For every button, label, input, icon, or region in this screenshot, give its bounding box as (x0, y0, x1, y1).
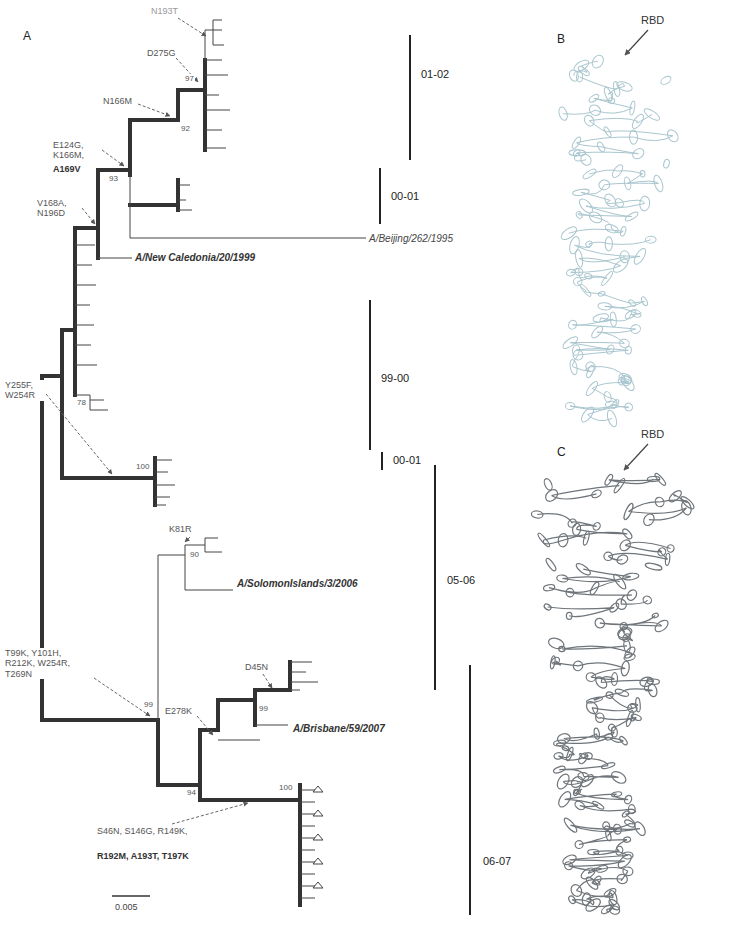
season-label: 00-01 (390, 190, 420, 203)
season-bar (434, 465, 436, 690)
panel-letter: A (22, 30, 32, 44)
protein-structures (531, 53, 696, 915)
helix-coil (645, 236, 656, 244)
bootstrap-value: 78 (76, 398, 87, 407)
bootstrap-value: 99 (258, 704, 269, 713)
bootstrap-value: 100 (135, 462, 150, 471)
helix-coil (659, 75, 672, 86)
bootstrap-value: 97 (184, 74, 195, 83)
season-label: 05-06 (446, 574, 476, 587)
tip-branch (158, 538, 233, 720)
mutation-arrow (263, 674, 272, 688)
mutation-label: A169V (52, 164, 82, 174)
tip-branch (300, 790, 315, 898)
season-label: 06-07 (482, 855, 512, 868)
mutation-label: N166M (102, 96, 133, 106)
tree-branch (42, 662, 290, 800)
helix-coil (562, 816, 578, 834)
structure-b (557, 53, 680, 428)
helix-coil (545, 557, 558, 572)
strain-name: A/New Caledonia/20/1999 (134, 252, 256, 264)
mutation-arrow (172, 803, 248, 824)
helix-coil (582, 531, 590, 546)
helix-coil (667, 489, 683, 504)
mutation-label: K81R (168, 524, 193, 534)
strain-name: A/SolomonIslands/3/2006 (236, 578, 359, 590)
mutation-arrow (197, 716, 213, 735)
season-label: 01-02 (420, 68, 450, 81)
mutation-label: S46N, S146G, R149K, (96, 826, 202, 836)
helix-coil (575, 562, 593, 577)
helix-coil (576, 72, 582, 82)
mutation-arrow (185, 537, 190, 542)
season-label: 00-01 (392, 454, 422, 467)
helix-coil (645, 562, 663, 571)
rbd-arrows (624, 30, 648, 470)
mutation-arrow (178, 18, 206, 36)
bootstrap-value: 94 (186, 788, 197, 797)
strain-branch (98, 175, 366, 258)
strain-name: A/Brisbane/59/2007 (292, 723, 386, 735)
rbd-arrow (625, 30, 648, 55)
mutation-label: T99K, Y101H, R212K, W254R, T269N (4, 648, 94, 679)
mutation-arrow (94, 678, 150, 716)
backbone-strand (537, 479, 687, 912)
thick-branches (42, 60, 300, 905)
bootstrap-value: 93 (108, 174, 119, 183)
helix-coil (543, 477, 554, 491)
mutation-arrow (46, 394, 112, 474)
season-label: 99-00 (380, 372, 410, 385)
bootstrap-value: 92 (180, 124, 191, 133)
structure-c (531, 472, 696, 915)
structure-label: RBD (640, 14, 665, 27)
mutation-label: N193T (150, 6, 179, 16)
season-bar (369, 300, 371, 450)
panel-letter: C (556, 446, 567, 460)
tip-triangles (313, 786, 323, 888)
season-bar (469, 665, 471, 915)
season-bars (370, 35, 470, 915)
season-bar (379, 168, 381, 224)
bootstrap-value: 100 (278, 783, 293, 792)
backbone-strand (563, 61, 673, 420)
panel-letter: B (556, 33, 566, 47)
mutation-arrow (138, 104, 170, 116)
helix-coil (572, 188, 589, 196)
mutation-label: Y255F, W254R (4, 380, 46, 401)
rbd-arrow (624, 444, 648, 470)
tree-branch (130, 60, 205, 150)
mutation-label: R192M, A193T, T197K (96, 851, 202, 861)
season-bar (381, 452, 383, 470)
tip-branch (178, 185, 192, 210)
scale-bar (112, 895, 150, 897)
scale-label: 0.005 (114, 902, 139, 912)
bootstrap-value: 99 (143, 700, 154, 709)
mutation-label: V168A, N196D (36, 198, 82, 219)
tree-branch (98, 120, 178, 210)
helix-coil (568, 235, 581, 255)
helix-coil (663, 159, 670, 169)
mutation-arrows (46, 18, 272, 824)
tree-branch (200, 785, 300, 905)
mutation-arrow (82, 208, 95, 224)
tree-branch (42, 330, 155, 505)
season-bar (409, 35, 411, 160)
tip-branch (205, 20, 230, 148)
tip-branch (75, 245, 108, 410)
mutation-label: E278K (164, 706, 193, 716)
mutation-label: D45N (244, 662, 269, 672)
mutation-label: E124G, K166M, (52, 140, 102, 161)
thin-branches (75, 20, 366, 898)
mutation-label: D275G (146, 48, 177, 58)
structure-label: RBD (640, 428, 665, 441)
bootstrap-value: 90 (189, 550, 200, 559)
helix-coil (568, 69, 580, 83)
strain-name: A/Beijing/262/1995 (368, 233, 454, 245)
mutation-arrow (102, 150, 124, 166)
tip-branch (155, 460, 175, 505)
